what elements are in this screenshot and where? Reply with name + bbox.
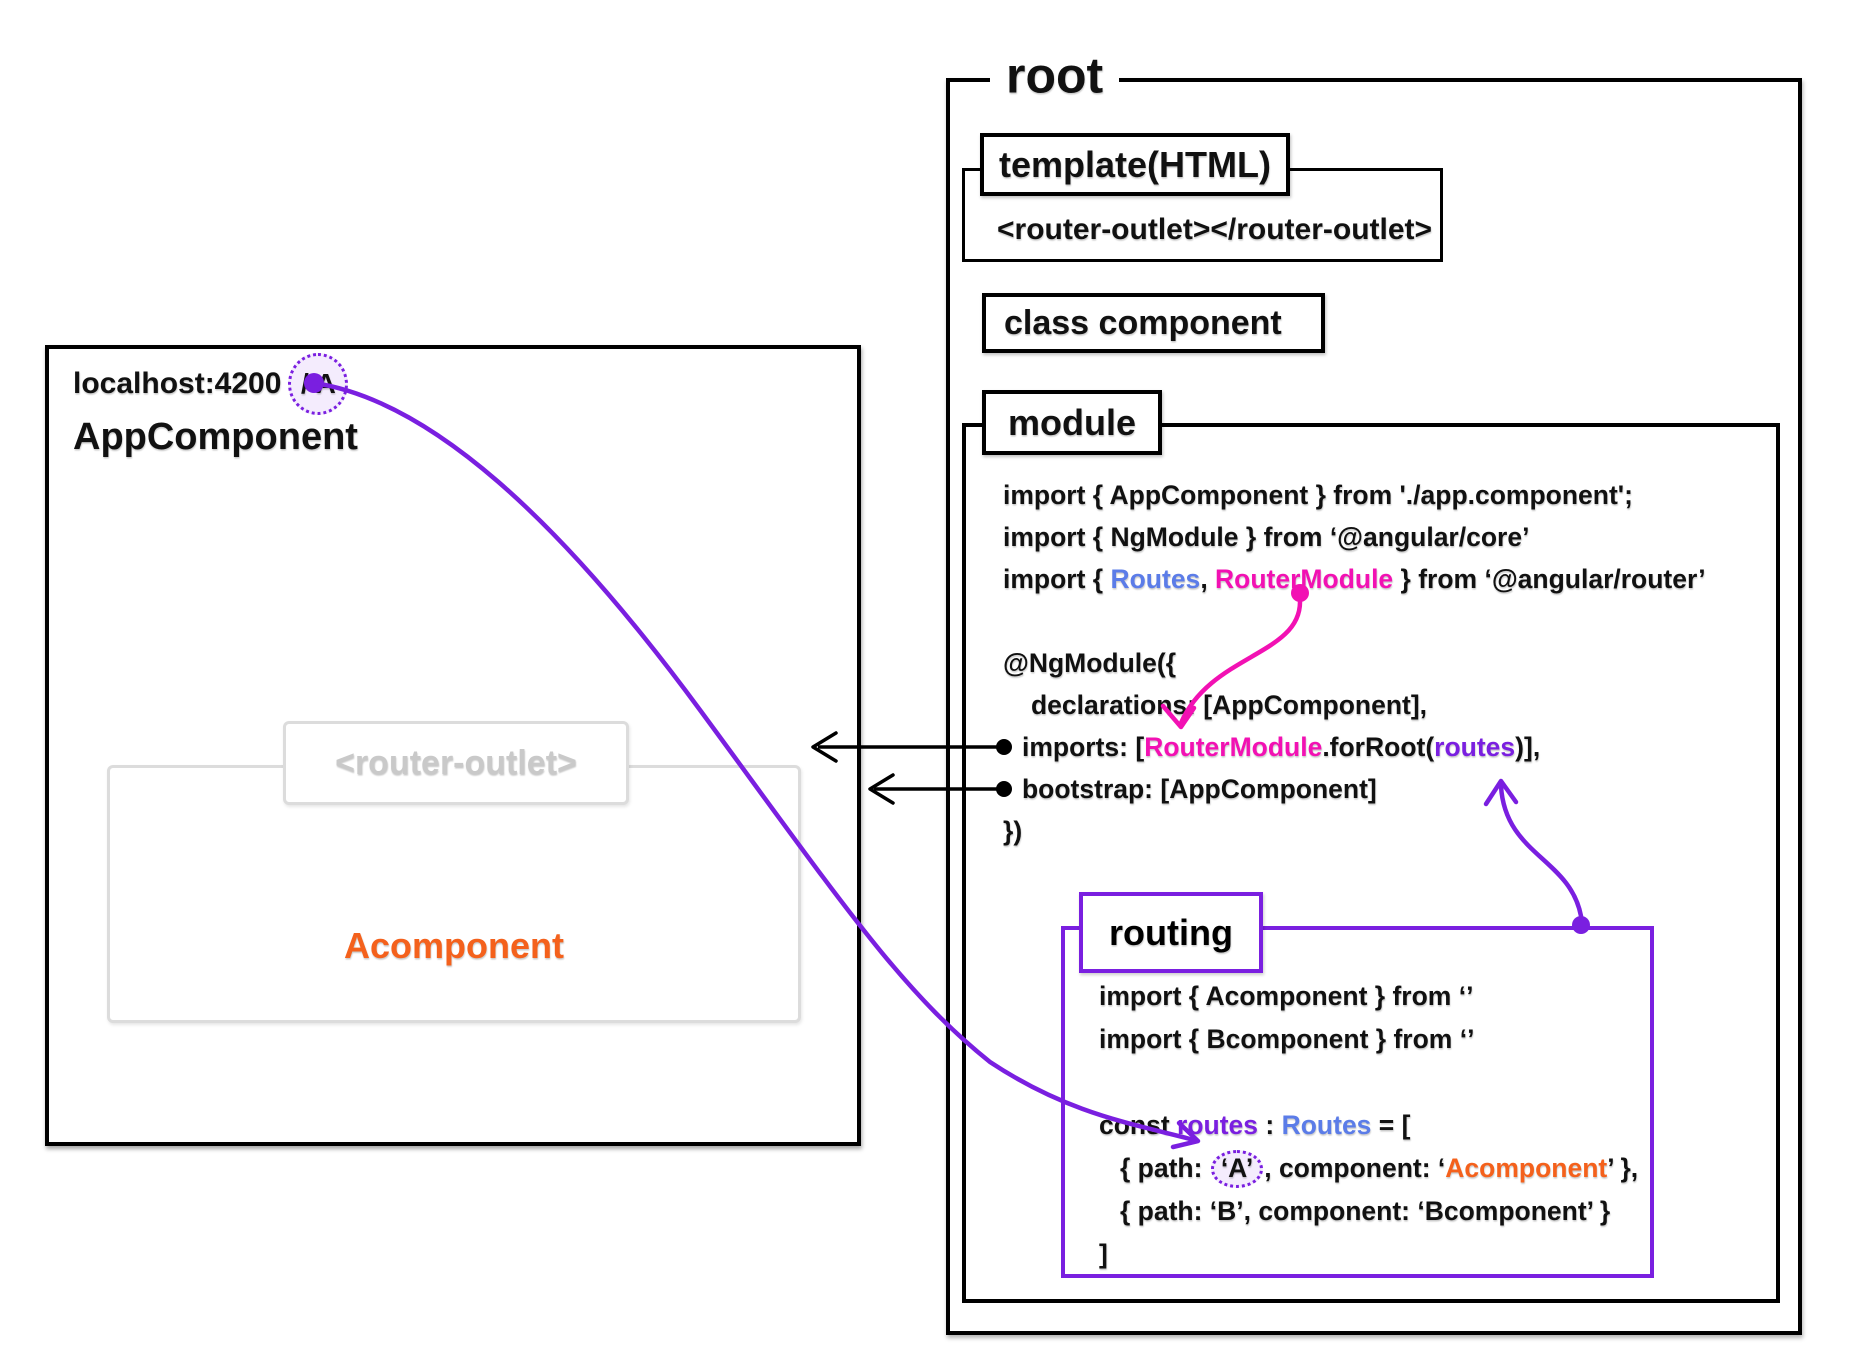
code-line: declarations: [AppComponent], — [995, 684, 1706, 726]
token: { path: — [1120, 1153, 1210, 1183]
token: ] — [1099, 1239, 1108, 1269]
code-line — [995, 600, 1706, 642]
routing-code-block: import { Acomponent } from ‘’ import { Bc… — [1099, 975, 1638, 1276]
token: } from ‘@angular/router’ — [1393, 564, 1706, 594]
token-blue: Routes — [1110, 564, 1201, 594]
code-line: const routes : Routes = [ — [1099, 1104, 1638, 1147]
token: : — [1258, 1110, 1282, 1140]
routing-label-text: routing — [1109, 911, 1233, 953]
router-outlet-tag-text: <router-outlet> — [335, 743, 577, 782]
token-purple: routes — [1434, 732, 1516, 762]
token: }) — [1003, 816, 1023, 846]
token: )], — [1515, 732, 1541, 762]
url-path-text: / A — [301, 368, 336, 399]
route-path-highlight-circle: ‘A’ — [1210, 1150, 1264, 1188]
code-line: ] — [1099, 1233, 1638, 1276]
token: { path: ‘B’, component: ‘Bcomponent’ } — [1120, 1196, 1611, 1226]
code-line: import { NgModule } from ‘@angular/core’ — [995, 516, 1706, 558]
token-orange: Acomponent — [1445, 1153, 1608, 1183]
code-line: bootstrap: [AppComponent] — [995, 768, 1706, 810]
template-label-text: template(HTML) — [999, 143, 1271, 185]
token: , — [1200, 564, 1216, 594]
token: , component: ‘ — [1264, 1153, 1446, 1183]
code-line — [1099, 1061, 1638, 1104]
token: import { AppComponent } from './app.comp… — [1003, 480, 1633, 510]
token: const — [1099, 1110, 1178, 1140]
routing-label-box: routing — [1079, 892, 1263, 973]
router-outlet-tag-box: <router-outlet> — [283, 721, 629, 805]
token-blue: Routes — [1281, 1110, 1372, 1140]
module-label-box: module — [982, 390, 1162, 455]
code-line: import { Bcomponent } from ‘’ — [1099, 1018, 1638, 1061]
template-label-box: template(HTML) — [980, 133, 1290, 196]
token: bootstrap: [AppComponent] — [1022, 774, 1377, 804]
class-component-box: class component — [982, 293, 1325, 353]
code-line: imports: [RouterModule.forRoot(routes)], — [995, 726, 1706, 768]
code-line: { path: ‘B’, component: ‘Bcomponent’ } — [1099, 1190, 1638, 1233]
code-line: import { Acomponent } from ‘’ — [1099, 975, 1638, 1018]
url-text: localhost:4200 — [73, 367, 282, 400]
code-line: { path: ‘A’, component: ‘Acomponent’ }, — [1099, 1147, 1638, 1190]
token: import { NgModule } from ‘@angular/core’ — [1003, 522, 1530, 552]
token: @NgModule({ — [1003, 648, 1177, 678]
token: ’ }, — [1607, 1153, 1639, 1183]
acomponent-rendered-label: Acomponent — [344, 925, 564, 966]
token-purple: routes — [1177, 1110, 1259, 1140]
token: = [ — [1371, 1110, 1411, 1140]
url-path-highlight-circle: / A — [288, 353, 349, 415]
app-component-title: AppComponent — [73, 416, 358, 458]
class-component-label: class component — [1004, 303, 1282, 342]
url-bar: localhost:4200 / A — [73, 353, 349, 415]
root-title: root — [990, 50, 1120, 101]
token: import { Acomponent } from ‘’ — [1099, 981, 1474, 1011]
bootstrap-arrowhead — [868, 773, 895, 805]
code-line: @NgModule({ — [995, 642, 1706, 684]
token: declarations: [AppComponent], — [1031, 690, 1428, 720]
code-line: import { AppComponent } from './app.comp… — [995, 474, 1706, 516]
token: .forRoot( — [1322, 732, 1435, 762]
token: imports: [ — [1022, 732, 1145, 762]
token: import { — [1003, 564, 1111, 594]
token-pink: RouterModule — [1215, 564, 1394, 594]
module-code-block: import { AppComponent } from './app.comp… — [995, 474, 1706, 852]
token-pink: RouterModule — [1144, 732, 1323, 762]
code-line: }) — [995, 810, 1706, 852]
template-content-code: <router-outlet></router-outlet> — [997, 213, 1433, 246]
code-line: import { Routes, RouterModule } from ‘@a… — [995, 558, 1706, 600]
module-label-text: module — [1007, 401, 1136, 443]
token: import { Bcomponent } from ‘’ — [1099, 1024, 1475, 1054]
